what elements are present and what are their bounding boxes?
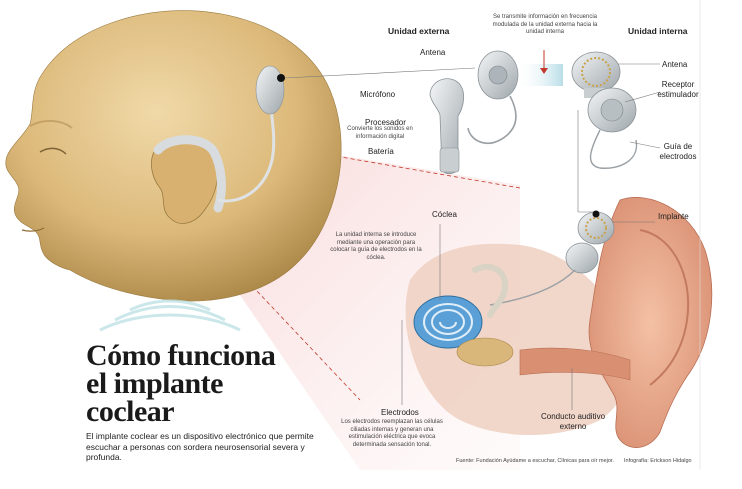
- outer-ear: [588, 197, 713, 448]
- transmission-note: Se transmite información en frecuencia m…: [492, 14, 598, 35]
- title-line-2: el implante: [86, 367, 224, 400]
- procesador-description: Convierte los sonidos en información dig…: [347, 126, 413, 140]
- external-processor-on-ear: [153, 135, 226, 213]
- footer-source: Fuente: Fundación Ayúdame a escuchar, Cl…: [456, 458, 614, 464]
- label-guia-electrodos: Guía de electrodos: [659, 142, 697, 161]
- page-title: Cómo funciona el implante coclear: [86, 339, 316, 428]
- cochlea-spiral: [423, 303, 474, 341]
- label-procesador: Procesador: [365, 118, 406, 127]
- face-brow: [29, 120, 73, 129]
- head-coil-pointer: [277, 74, 285, 82]
- implant-coil: [585, 217, 607, 239]
- internal-unit-note: La unidad interna se introduce mediante …: [330, 232, 422, 261]
- inner-ear-cavity: [405, 243, 631, 435]
- electrodos-description: Los electrodos reemplazan las células ci…: [341, 419, 443, 448]
- transmission-arrow-band: [515, 64, 563, 86]
- title-line-3: coclear: [86, 395, 175, 428]
- label-bateria: Batería: [368, 147, 394, 156]
- label-antena-external: Antena: [420, 48, 446, 57]
- title-line-1: Cómo funciona: [86, 339, 276, 372]
- outer-ear-fold: [639, 229, 690, 386]
- implant-pointer: [592, 210, 600, 218]
- face-mouth: [21, 227, 45, 232]
- external-cable: [467, 95, 517, 144]
- label-antena-internal: Antena: [662, 60, 688, 69]
- head-coil: [255, 65, 285, 115]
- leader-receptor: [624, 91, 661, 103]
- transmission-arrow-head: [540, 68, 548, 74]
- ear-canal: [519, 347, 631, 381]
- auditory-nerve: [456, 337, 514, 367]
- leader-guia: [629, 141, 661, 149]
- head-cable: [217, 99, 276, 203]
- label-microfono: Micrófono: [360, 90, 396, 99]
- external-battery: [439, 147, 460, 173]
- label-conducto-auditivo: Conducto auditivo externo: [540, 412, 606, 431]
- label-electrodos: Electrodos: [381, 408, 419, 417]
- internal-unit: [571, 51, 638, 169]
- label-coclea: Cóclea: [432, 210, 457, 219]
- ossicles: [472, 263, 509, 318]
- external-antenna-magnet: [488, 65, 508, 85]
- implant-receiver: [565, 242, 599, 274]
- label-receptor-estimulador: Receptor estimulador: [657, 80, 699, 99]
- header-external-unit: Unidad externa: [388, 26, 450, 36]
- sound-waves: [99, 299, 241, 332]
- face-eye: [39, 147, 67, 155]
- intro-text: El implante coclear es un dispositivo el…: [86, 431, 314, 462]
- header-internal-unit: Unidad interna: [628, 26, 688, 36]
- leader-head-to-antena: [284, 67, 476, 79]
- label-implante: Implante: [658, 212, 689, 221]
- footer-credit: Infografía: Erickson Hidalgo: [624, 458, 692, 464]
